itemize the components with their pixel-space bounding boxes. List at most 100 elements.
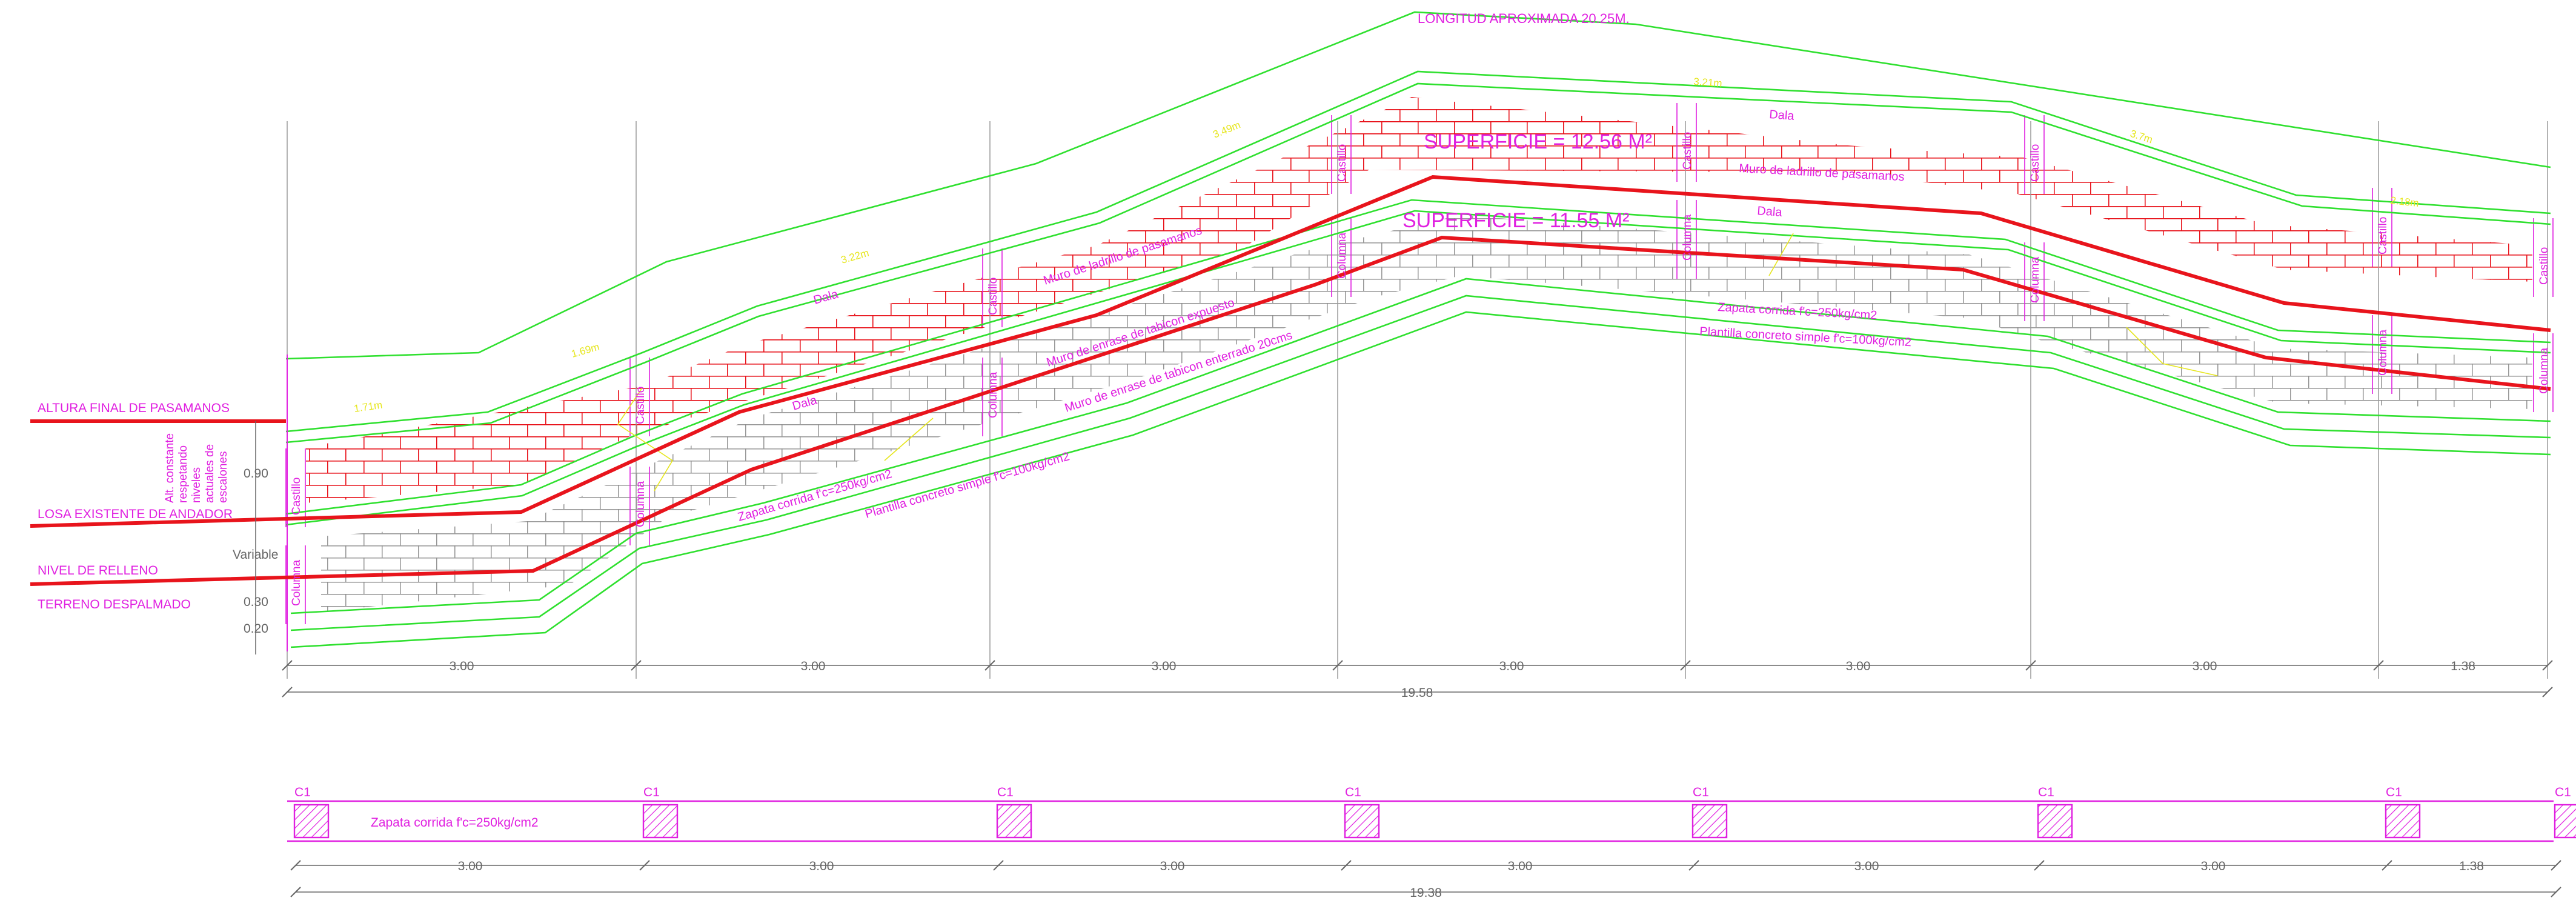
- bay-dimension-label: 3.00: [450, 659, 474, 673]
- footing-top-line: [290, 278, 2551, 614]
- red-level-profiles: [30, 175, 2551, 586]
- footing-bottom-line: [290, 295, 2551, 631]
- dimension-tick: [282, 687, 293, 698]
- plantilla-bottom-line: [290, 311, 2551, 648]
- area-upper-label: SUPERFICIE = 12.56 M²: [1424, 130, 1652, 153]
- area-lower-label: SUPERFICIE = 11.55 M²: [1403, 209, 1629, 232]
- columna-label: Columna: [2538, 348, 2551, 394]
- wall-outlines: [285, 11, 2551, 651]
- castillo-label: Castillo: [2029, 144, 2042, 182]
- side-note-line: respetando: [177, 445, 190, 503]
- columna-label: Columna: [290, 560, 303, 606]
- column-c1-footprint: [2037, 804, 2073, 839]
- columna-label: Columna: [987, 372, 1000, 418]
- lean-concrete-label: Plantilla concreto simple f'c=100kg/cm2: [863, 450, 1071, 521]
- dimension-tick: [2551, 860, 2561, 871]
- side-note-line: Alt. constante: [164, 433, 176, 503]
- plan-bay-dimension-label: 3.00: [1854, 859, 1879, 873]
- dimension-tick: [2025, 660, 2036, 671]
- column-c1-footprint: [293, 804, 330, 839]
- plan-bay-dimension-label: 3.00: [2201, 859, 2226, 873]
- bay-dimension-label: 3.00: [1846, 659, 1871, 673]
- dimension-tick: [282, 660, 293, 671]
- dimension-tick: [984, 660, 995, 671]
- dimension-tick: [1688, 860, 1699, 871]
- dimension-tick: [290, 860, 301, 871]
- dala-upper-bottom-line: [285, 210, 2551, 526]
- column-c1-footprint: [1344, 804, 1380, 839]
- segment-length-label: 3.49m: [1211, 119, 1242, 140]
- bay-dimension-label: 3.00: [1152, 659, 1177, 673]
- column-c1-footprint: [642, 804, 679, 839]
- castillo-label: Castillo: [1681, 132, 1694, 170]
- level-walkway-slab-label: LOSA EXISTENTE DE ANDADOR: [38, 507, 233, 521]
- plan-bay-dimension-label: 3.00: [809, 859, 834, 873]
- fill-level-profile: [30, 235, 2551, 586]
- plan-bay-dimension-label: 3.00: [1508, 859, 1533, 873]
- dala-upper-top-line: [285, 199, 2551, 515]
- bay-dimension-label: 3.00: [2193, 659, 2217, 673]
- plan-bay-dimension-label: 1.38: [2459, 859, 2484, 873]
- column-reference-lines: [285, 103, 2554, 679]
- brick-wall-hatch: [306, 97, 2532, 503]
- column-c1-tag: C1: [1345, 785, 1361, 799]
- level-fill-label: NIVEL DE RELLENO: [38, 564, 158, 578]
- segment-length-label: 3.22m: [840, 247, 871, 266]
- column-c1-footprint: [1691, 804, 1728, 839]
- dimension-tick: [2034, 860, 2045, 871]
- dimension-tick: [631, 660, 642, 671]
- columna-label: Columna: [1336, 233, 1349, 279]
- dimension-tick: [2551, 887, 2561, 897]
- segment-length-label: 3.7m: [2129, 128, 2154, 146]
- castillo-label: Castillo: [2538, 247, 2551, 285]
- castillo-label: Castillo: [290, 478, 303, 515]
- column-c1-tag: C1: [997, 785, 1014, 799]
- column-c1-tag: C1: [1693, 785, 1709, 799]
- dimension-tick: [1680, 660, 1691, 671]
- columna-label: Columna: [1681, 215, 1694, 261]
- dimension-tick: [2373, 660, 2384, 671]
- plan-footing-label: Zapata corrida f'c=250kg/cm2: [371, 816, 539, 830]
- column-c1-footprint: [2554, 804, 2576, 839]
- column-c1-footprint: [2385, 804, 2421, 839]
- dimension-tick: [1341, 860, 1352, 871]
- segment-length-leaders: [617, 233, 2218, 491]
- segment-length-label: 1.71m: [353, 399, 383, 415]
- castillo-label: Castillo: [987, 278, 1000, 315]
- dimension-tick: [2542, 687, 2553, 698]
- bay-dimension-label: 1.38: [2451, 659, 2475, 673]
- plan-bay-dimension-label: 3.00: [1160, 859, 1185, 873]
- column-c1-footprint: [996, 804, 1032, 839]
- columna-label: Columna: [634, 481, 647, 527]
- segment-length-label: 3.21m: [1693, 76, 1722, 89]
- level-handrail-top-label: ALTURA FINAL DE PASAMANOS: [38, 401, 230, 415]
- side-note-line: niveles: [190, 467, 203, 503]
- column-c1-tag: C1: [294, 785, 311, 799]
- plan-bay-dimension-label: 3.00: [458, 859, 483, 873]
- segment-length-label: 2.18m: [2390, 195, 2420, 209]
- side-note-line: actuales de: [204, 444, 216, 503]
- castillo-label: Castillo: [1336, 144, 1349, 182]
- plan-total-dimension-label: 19.38: [1410, 886, 1442, 900]
- dimension-tick: [290, 887, 301, 897]
- segment-length-label: 1.69m: [570, 341, 601, 360]
- dimension-tick: [1332, 660, 1343, 671]
- coping-top-line: [285, 70, 2551, 433]
- dala-label: Dala: [1769, 108, 1795, 123]
- coping-bottom-line: [285, 82, 2551, 444]
- castillo-label: Castillo: [634, 387, 647, 424]
- column-c1-tag: C1: [2038, 785, 2054, 799]
- bay-dimension-label: 3.00: [801, 659, 826, 673]
- dimension-tick: [2542, 660, 2553, 671]
- dimension-tick: [639, 860, 650, 871]
- castillo-label: Castillo: [2377, 217, 2389, 255]
- dimension-tick: [993, 860, 1004, 871]
- level-cleared-ground-label: TERRENO DESPALMADO: [38, 598, 191, 611]
- overall-length-line: [285, 11, 2551, 360]
- side-note-line: escalones: [217, 451, 230, 503]
- dimension-tick: [2382, 860, 2392, 871]
- overall-length-label: LONGITUD APROXIMADA 20.25M.: [1418, 11, 1630, 26]
